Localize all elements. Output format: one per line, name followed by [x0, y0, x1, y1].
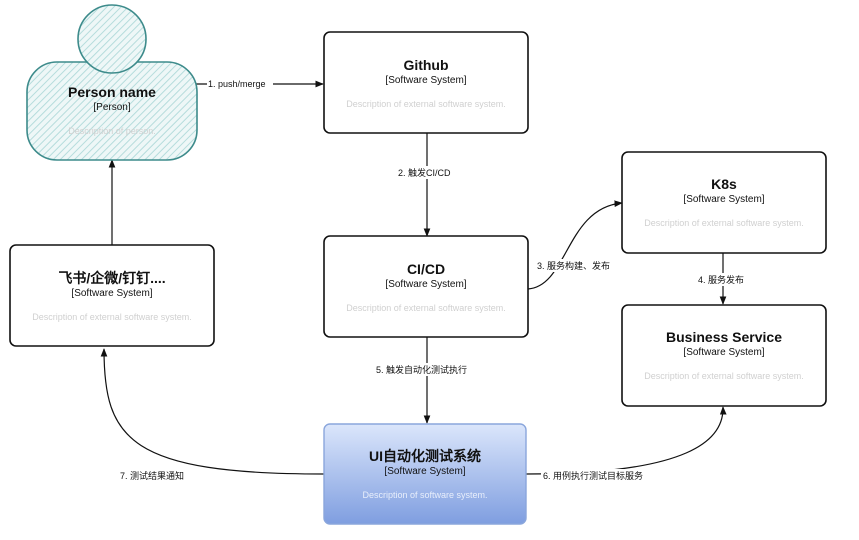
uitest-type: [Software System] [384, 466, 465, 477]
edge-label-build-deploy: 3. 服务构建、发布 [537, 260, 610, 271]
business-type: [Software System] [683, 347, 764, 358]
cicd-description: Description of external software system. [346, 303, 506, 313]
edge-build-deploy [527, 200, 623, 290]
business-box [621, 304, 827, 407]
github-box [323, 31, 529, 134]
k8s-box [621, 151, 827, 254]
cicd-box [323, 235, 529, 338]
person-node[interactable]: Person name [Person] Description of pers… [26, 4, 198, 161]
notify-box [9, 244, 215, 347]
edge-test-target [525, 406, 727, 475]
person-head-icon [77, 4, 147, 74]
github-title: Github [403, 57, 448, 73]
business-description: Description of external software system. [644, 371, 804, 381]
person-type: [Person] [93, 102, 130, 113]
edge-label-result-notify: 7. 测试结果通知 [120, 470, 184, 481]
edge-label-trigger-test: 5. 触发自动化测试执行 [376, 364, 467, 375]
edge-result-notify [100, 348, 325, 475]
node-ui-test-system[interactable]: UI自动化测试系统 [Software System] Description … [323, 423, 527, 525]
edge-label-service-deploy: 4. 服务发布 [698, 274, 744, 285]
notify-title: 飞书/企微/钉钉.... [58, 270, 165, 286]
edge-label-test-target: 6. 用例执行测试目标服务 [543, 470, 643, 481]
person-description: Description of person. [68, 126, 156, 136]
node-notify[interactable]: 飞书/企微/钉钉.... [Software System] Descripti… [9, 244, 215, 347]
k8s-description: Description of external software system. [644, 218, 804, 228]
edge-label-trigger-cicd: 2. 触发CI/CD [398, 167, 451, 178]
github-description: Description of external software system. [346, 99, 506, 109]
node-cicd[interactable]: CI/CD [Software System] Description of e… [323, 235, 529, 338]
github-type: [Software System] [385, 75, 466, 86]
node-github[interactable]: Github [Software System] Description of … [323, 31, 529, 134]
cicd-title: CI/CD [407, 261, 445, 277]
k8s-type: [Software System] [683, 194, 764, 205]
cicd-type: [Software System] [385, 279, 466, 290]
uitest-title: UI自动化测试系统 [369, 448, 481, 464]
uitest-box [323, 423, 527, 525]
uitest-description: Description of software system. [362, 490, 487, 500]
node-k8s[interactable]: K8s [Software System] Description of ext… [621, 151, 827, 254]
business-title: Business Service [666, 329, 782, 345]
notify-description: Description of external software system. [32, 312, 192, 322]
k8s-title: K8s [711, 176, 737, 192]
node-business-service[interactable]: Business Service [Software System] Descr… [621, 304, 827, 407]
person-name: Person name [68, 84, 156, 100]
edge-label-push-merge: 1. push/merge [208, 79, 266, 89]
notify-type: [Software System] [71, 288, 152, 299]
